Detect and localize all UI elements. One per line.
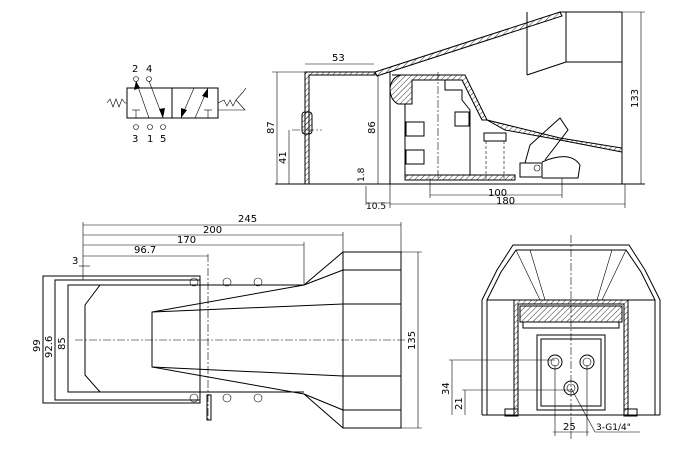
port-label: 4 [146,64,152,75]
port-label: 2 [132,64,138,75]
bolt-icons [189,277,263,403]
dim-96-7: 96.7 [134,245,156,256]
dim-135: 135 [407,331,418,350]
dim-245: 245 [238,214,257,225]
dim-87: 87 [266,121,277,134]
front-view: 34 21 25 3-G1/4" [441,235,661,440]
dim-53: 53 [332,53,345,64]
dim-10-5: 10.5 [366,202,386,212]
dim-34: 34 [441,382,452,395]
dim-180: 180 [496,196,515,207]
dim-170: 170 [177,235,196,246]
dim-21: 21 [454,397,465,410]
dim-1-8: 1.8 [357,167,367,182]
dim-85: 85 [57,337,68,350]
dim-3: 3 [72,256,78,267]
dim-25: 25 [563,422,576,433]
port-callout: 3-G1/4" [596,423,631,433]
valve-symbol: 2 4 3 1 5 [106,64,247,145]
top-view: 245 200 170 96.7 3 99 92.6 85 135 [32,214,422,429]
dim-41: 41 [278,151,289,164]
port-label: 5 [160,134,166,145]
dim-92-6: 92.6 [44,336,55,358]
port-label: 3 [132,134,138,145]
dim-133: 133 [630,89,641,108]
side-view: 53 87 41 86 1.8 10.5 100 180 133 [266,11,645,212]
port-label: 1 [147,134,153,145]
dim-200: 200 [203,225,222,236]
dim-86: 86 [367,121,378,134]
dim-99: 99 [32,339,43,352]
spring-icon [106,98,127,108]
dim-100: 100 [488,188,507,199]
